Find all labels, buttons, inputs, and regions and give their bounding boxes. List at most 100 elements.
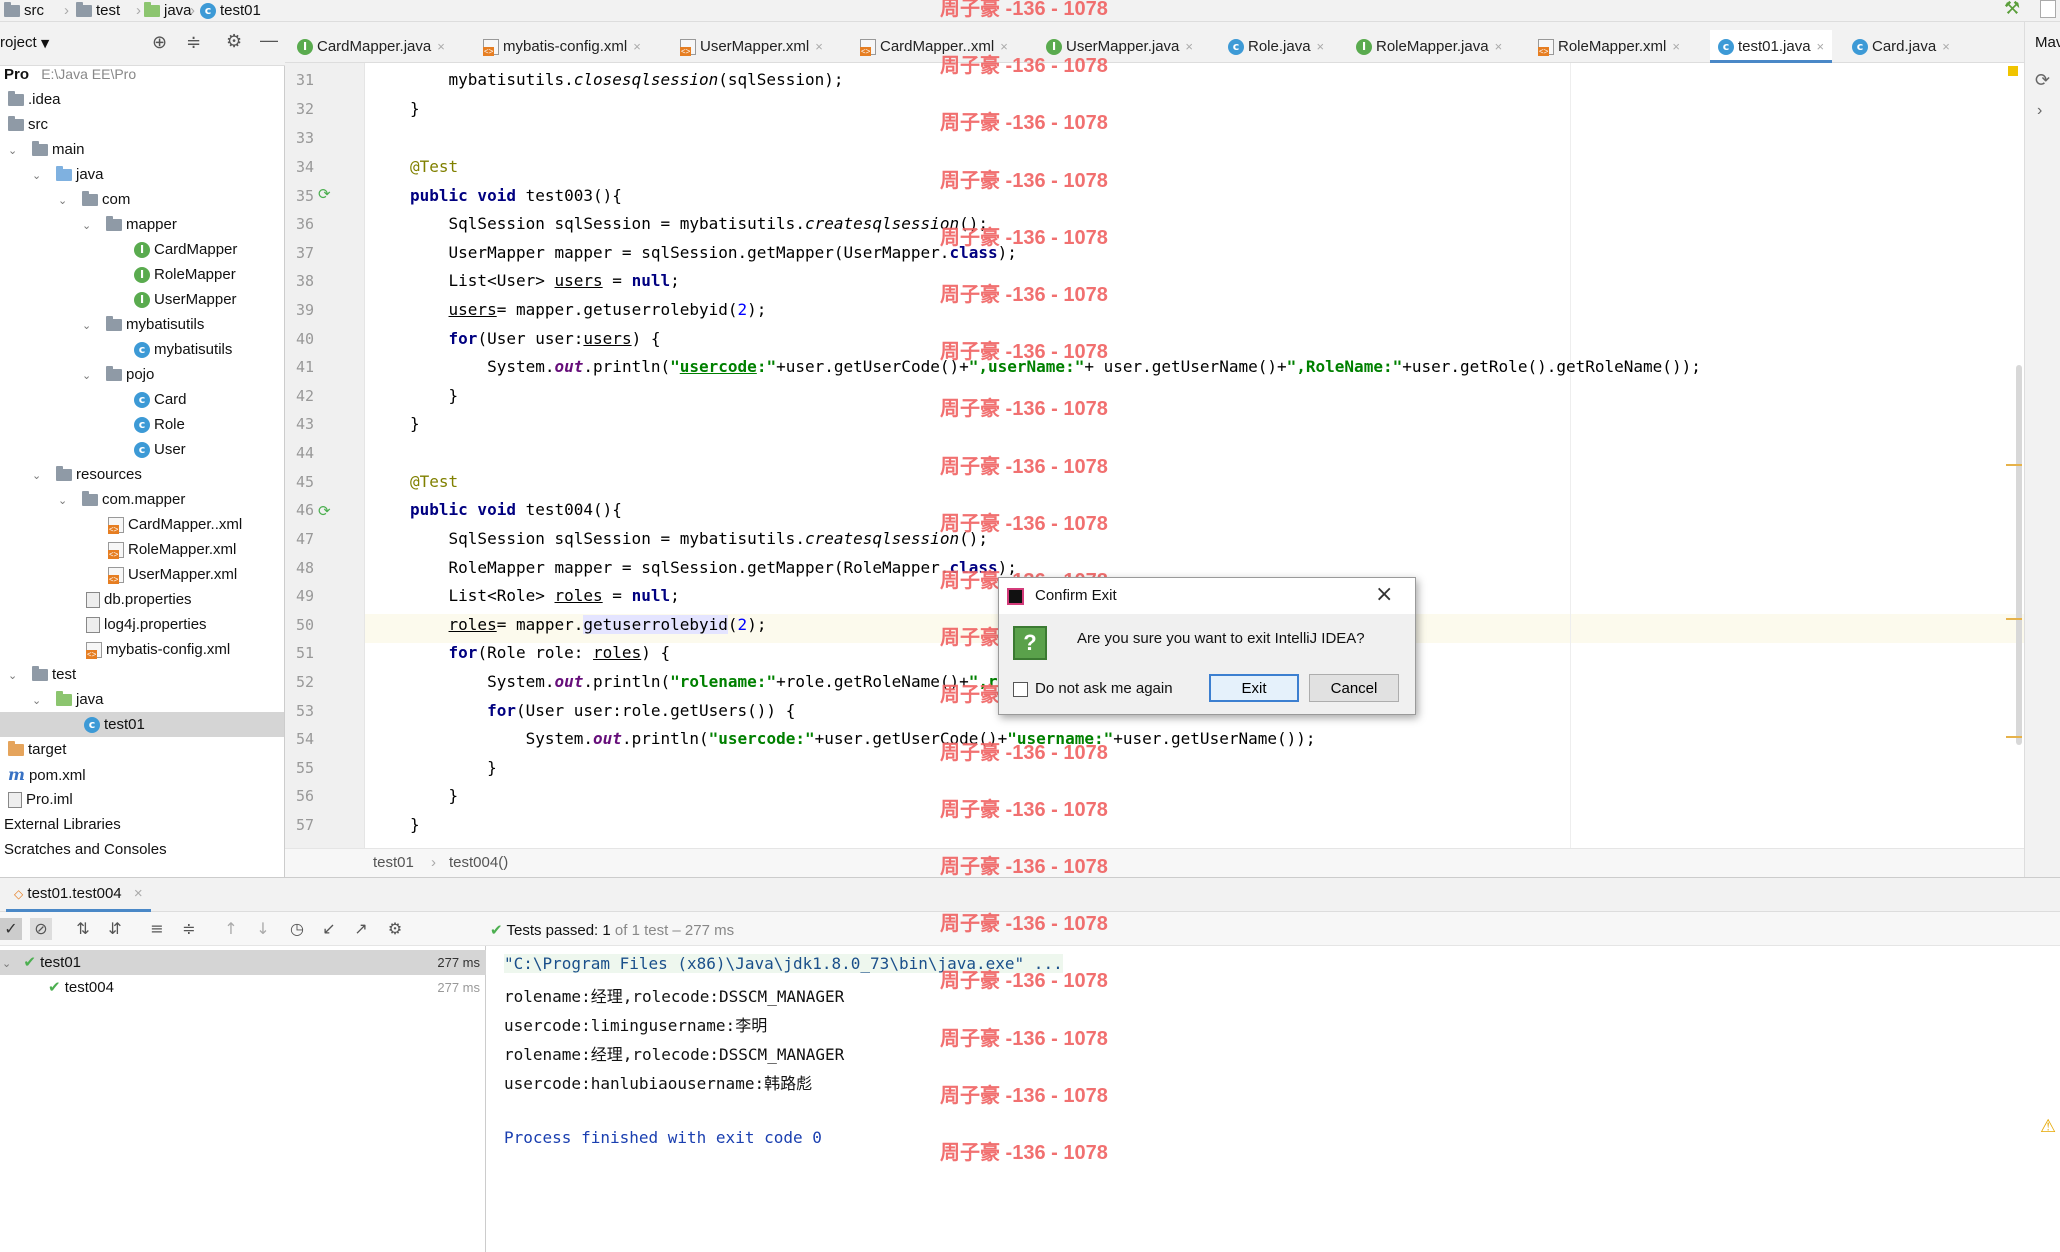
sort-duration-icon[interactable]: ⇵ [108,919,122,938]
build-hammer-icon[interactable]: ⚒ [2004,0,2021,19]
tree-item-mapper[interactable]: ⌄mapper [82,216,177,233]
tree-item-pro-iml[interactable]: Pro.iml [8,787,73,812]
code-line-42: } [410,386,459,405]
check-icon: ✔ [490,921,503,939]
test-node-test004[interactable]: ✔ test004 277 ms [48,978,480,996]
tab-cardmapper-xml[interactable]: CardMapper..xml× [860,30,1008,63]
tree-item-external-libraries[interactable]: External Libraries [4,816,121,833]
breadcrumb-class[interactable]: test01 [373,854,414,871]
tree-item-com-mapper[interactable]: ⌄com.mapper [58,491,186,508]
close-icon[interactable]: × [633,39,641,54]
dont-ask-checkbox[interactable] [1013,682,1028,697]
locate-icon[interactable]: ⊕ [152,32,168,53]
tree-item-java-main[interactable]: ⌄java [32,166,104,183]
expand-all-icon[interactable]: ≡ [150,919,164,938]
tree-item-db-properties[interactable]: db.properties [86,587,192,612]
collapse-all-icon[interactable]: ≑ [182,919,196,938]
close-icon[interactable]: × [1375,582,1394,607]
tree-item-pro[interactable]: Pro E:\Java EE\Pro [4,66,137,83]
tree-item-main[interactable]: ⌄main [8,141,85,158]
close-icon[interactable]: × [1000,39,1008,54]
code-line-40: for(User user:users) { [448,329,661,348]
close-icon[interactable]: × [1816,39,1825,54]
tree-item-usermapper-xml[interactable]: UserMapper.xml [108,562,237,587]
import-tests-icon[interactable]: ↙ [322,919,336,938]
refresh-icon[interactable]: ⟳ [2035,70,2051,91]
close-icon[interactable]: × [133,885,143,902]
breadcrumb-java[interactable]: java [144,1,192,21]
breadcrumb-test[interactable]: test [76,1,120,21]
run-test-icon[interactable]: ⟳ [318,185,331,203]
line-number: 40 [295,330,314,348]
tree-item-target[interactable]: target [8,737,66,762]
tree-item-java-test[interactable]: ⌄java [32,691,104,708]
sort-alpha-icon[interactable]: ⇅ [76,919,90,938]
tree-item-cardmapper-xml[interactable]: CardMapper..xml [108,512,242,537]
show-ignored-icon[interactable]: ⊘ [30,918,52,940]
tree-item-pojo[interactable]: ⌄pojo [82,366,155,383]
show-passed-icon[interactable]: ✓ [0,918,22,940]
tree-item-test[interactable]: ⌄test [8,666,77,683]
test-node-test01[interactable]: ⌄ ✔ test01 277 ms [0,950,486,975]
exit-button[interactable]: Exit [1209,674,1299,702]
editor-scrollbar[interactable] [2016,365,2022,745]
tree-item-com[interactable]: ⌄com [58,191,131,208]
tab-usermapper-xml[interactable]: UserMapper.xml× [680,30,823,63]
gear-icon[interactable]: ⚙ [387,919,403,938]
tab-rolemapper-xml[interactable]: RoleMapper.xml× [1538,30,1680,63]
tree-item-src[interactable]: src [8,112,48,137]
question-icon: ? [1013,626,1047,660]
tree-item-mybatis-config[interactable]: mybatis-config.xml [86,637,230,662]
breadcrumb-src[interactable]: src [4,1,44,21]
expand-icon[interactable]: › [2037,102,2043,119]
cancel-button[interactable]: Cancel [1309,674,1399,702]
close-icon[interactable]: × [1942,39,1950,54]
previous-failed-icon[interactable]: ↑ [224,919,238,938]
export-tests-icon[interactable]: ↗ [354,919,368,938]
tree-item-idea[interactable]: .idea [8,87,61,112]
close-icon[interactable]: × [437,39,445,54]
gear-icon[interactable]: ⚙ [226,31,243,52]
hide-panel-icon[interactable]: — [260,30,278,50]
project-view-selector[interactable]: roject ▼ [0,34,50,51]
run-test-icon[interactable]: ⟳ [318,502,331,520]
tree-item-scratches[interactable]: Scratches and Consoles [4,841,167,858]
tree-item-rolemapper-xml[interactable]: RoleMapper.xml [108,537,236,562]
close-icon[interactable]: × [815,39,823,54]
run-config-icon[interactable] [2040,0,2056,18]
tree-item-log4j-properties[interactable]: log4j.properties [86,612,207,637]
history-icon[interactable]: ◷ [290,919,304,938]
run-tab[interactable]: ◇ test01.test004 × [6,878,151,912]
line-number: 53 [295,702,314,720]
breadcrumb-method[interactable]: test004() [449,854,509,871]
collapse-all-icon[interactable]: ≑ [186,32,202,53]
dont-ask-label[interactable]: Do not ask me again [1035,680,1173,697]
close-icon[interactable]: × [1185,39,1193,54]
code-line-54: System.out.println("usercode:"+user.getU… [410,729,1316,748]
warning-icon[interactable]: ⚠ [2040,1116,2057,1137]
tree-item-mybatisutils-pkg[interactable]: ⌄mybatisutils [82,316,205,333]
close-icon[interactable]: × [1316,39,1325,54]
maven-tool-window-label[interactable]: Mav [2035,34,2060,51]
next-failed-icon[interactable]: ↓ [256,919,270,938]
tab-mybatis-config[interactable]: mybatis-config.xml× [483,30,641,63]
close-icon[interactable]: × [1494,39,1503,54]
close-icon[interactable]: × [1672,39,1680,54]
tree-item-resources[interactable]: ⌄resources [32,466,142,483]
